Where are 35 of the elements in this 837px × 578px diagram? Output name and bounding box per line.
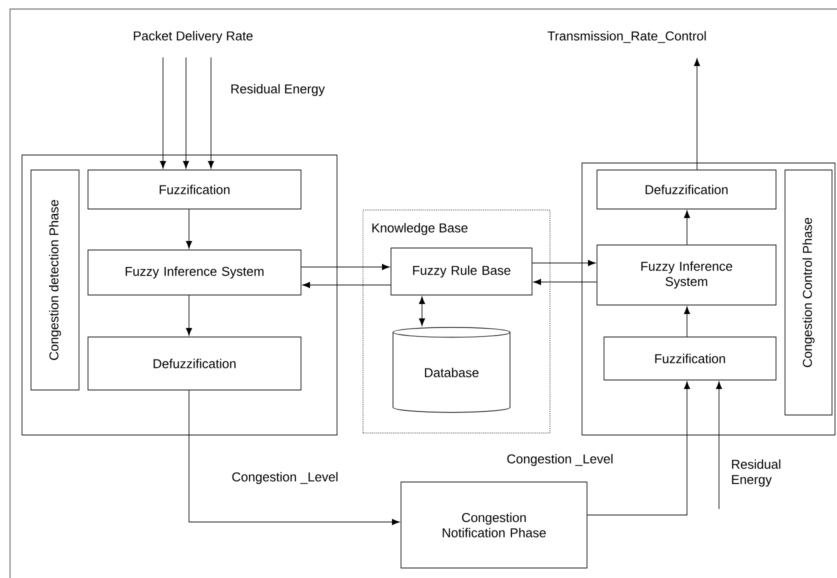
process-box: Defuzzification bbox=[88, 336, 302, 390]
process-box: Fuzzification bbox=[604, 336, 776, 380]
arrow bbox=[684, 210, 690, 245]
arrow bbox=[208, 57, 214, 169]
edge-label: Congestion _Level bbox=[230, 470, 340, 486]
process-box: Defuzzification bbox=[596, 170, 776, 210]
arrow bbox=[532, 260, 596, 266]
arrow bbox=[188, 390, 400, 526]
phase-label-box: Congestion Control Phase bbox=[784, 170, 832, 416]
input-label: Packet Delivery Rate bbox=[134, 31, 253, 43]
arrow bbox=[533, 278, 597, 286]
arrow bbox=[418, 296, 426, 326]
arrow bbox=[186, 209, 192, 249]
arrow bbox=[587, 381, 690, 516]
arrow bbox=[694, 58, 700, 170]
phase-label-box: Congestion detection Phase bbox=[30, 170, 80, 390]
edge-label: Congestion _Level bbox=[505, 452, 615, 468]
database-cylinder: Database bbox=[392, 327, 510, 413]
arrow bbox=[301, 264, 390, 270]
input-label: Residual Energy bbox=[732, 459, 780, 487]
output-label: Transmission_Rate_Control bbox=[548, 31, 706, 43]
process-box: Fuzzy Inference System bbox=[88, 250, 302, 296]
process-box: Fuzzification bbox=[88, 170, 302, 210]
arrow bbox=[716, 381, 722, 510]
process-box: Fuzzy Rule Base bbox=[390, 248, 532, 296]
phase-panel bbox=[582, 162, 836, 436]
arrow bbox=[684, 306, 690, 337]
arrow bbox=[302, 282, 391, 288]
phase-panel bbox=[22, 154, 338, 436]
process-box: Fuzzy Inference System bbox=[596, 244, 776, 306]
arrow bbox=[182, 57, 190, 169]
arrow bbox=[186, 295, 192, 336]
process-box: Congestion Notification Phase bbox=[400, 482, 588, 568]
input-label: Residual Energy bbox=[231, 84, 325, 96]
arrow bbox=[160, 57, 166, 169]
